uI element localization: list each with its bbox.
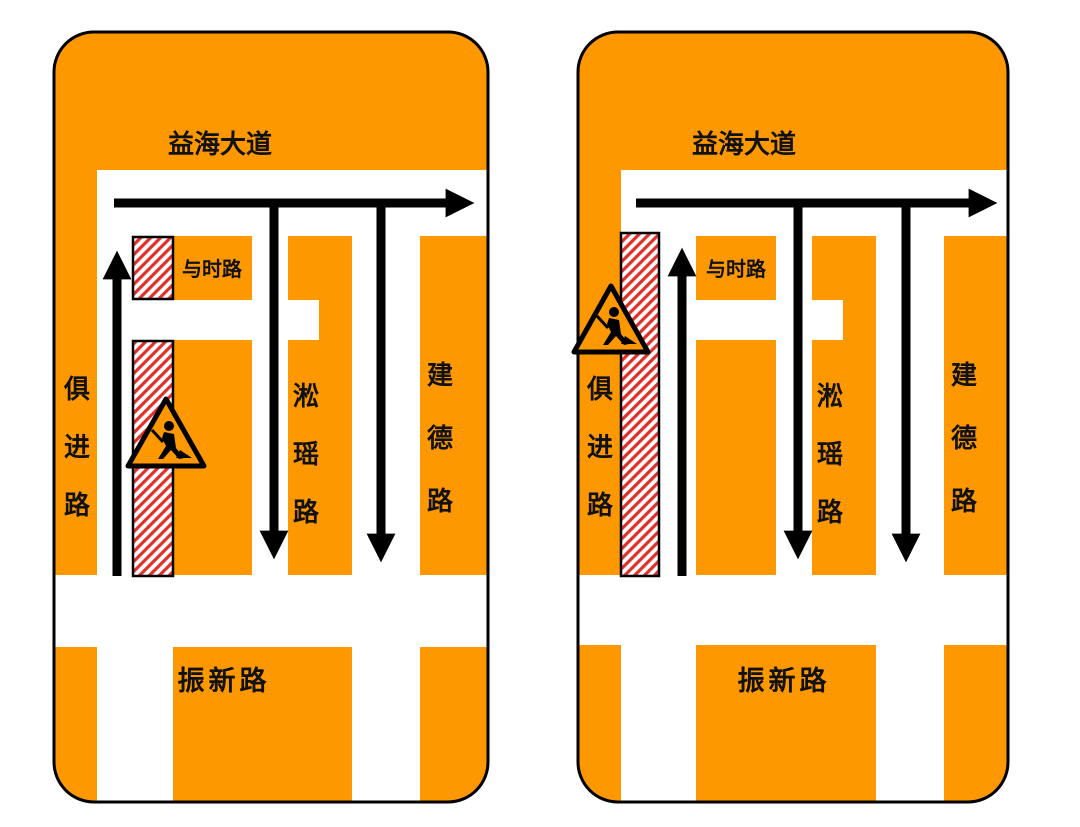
map-panel-after: 益海大道 与时路 振新路 俱进路 淞瑶路 建德路 <box>571 30 1010 804</box>
road-label-middle: 淞瑶路 <box>817 382 844 528</box>
road-side <box>97 300 319 340</box>
road-closure-hatch <box>619 231 661 578</box>
road-label-left: 俱进路 <box>586 374 614 521</box>
panel-outline <box>52 30 490 804</box>
map-panel-before: 益海大道 与时路 振新路 俱进路 淞瑶路 建德路 <box>52 30 490 804</box>
road-right-lower <box>876 575 944 802</box>
panel-outline <box>576 30 1010 804</box>
road-closure-hatch <box>131 235 175 301</box>
road-label-side: 与时路 <box>182 257 243 281</box>
road-label-bottom: 振新路 <box>738 665 831 697</box>
road-right-lower <box>352 575 420 802</box>
road-label-right: 建德路 <box>427 361 454 517</box>
road-label-middle: 淞瑶路 <box>293 382 320 528</box>
road-label-side: 与时路 <box>706 257 767 281</box>
construction-sign-icon <box>125 396 207 469</box>
construction-sign-icon <box>571 283 651 355</box>
road-label-right: 建德路 <box>951 361 978 517</box>
road-label-bottom: 振新路 <box>178 665 271 697</box>
road-left-lower <box>97 575 173 802</box>
road-label-left: 俱进路 <box>63 374 91 521</box>
road-label-top: 益海大道 <box>692 129 796 160</box>
road-label-top: 益海大道 <box>168 129 272 160</box>
